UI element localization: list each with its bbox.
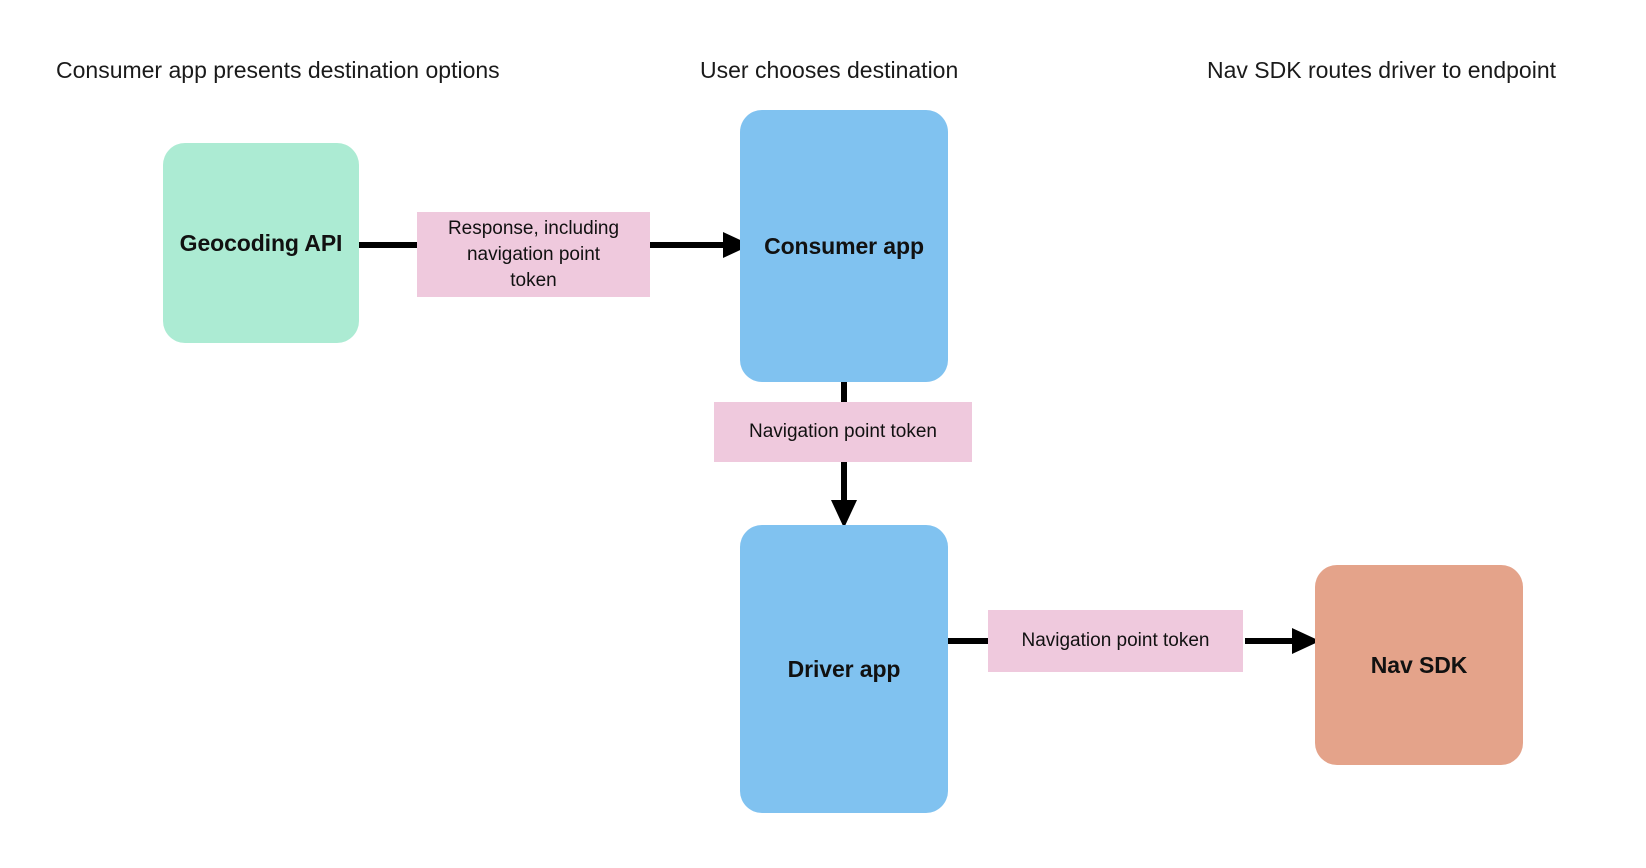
column-header-user-chooses-destination: User chooses destination [700,57,959,83]
node-consumer-app[interactable]: Consumer app [740,110,948,382]
edge-label-line-2: navigation point [466,243,601,265]
edge-label-geocoding-to-consumer: Response, including navigation point token [417,212,650,297]
column-header-nav-sdk-routes-driver: Nav SDK routes driver to endpoint [1207,57,1557,83]
node-nav-sdk[interactable]: Nav SDK [1315,565,1523,765]
edge-label-geocoding-to-consumer-text: Response, including navigation point token [448,216,619,294]
node-driver-app[interactable]: Driver app [740,525,948,813]
node-nav-sdk-label: Nav SDK [1370,651,1468,678]
column-header-consumer-app-presents: Consumer app presents destination option… [56,57,500,83]
edge-label-line-3: token [510,269,557,291]
node-consumer-app-label: Consumer app [764,232,924,259]
edge-label-line-1: Response, including [447,217,620,239]
edge-label-consumer-to-driver: Navigation point token [714,402,972,462]
node-driver-app-label: Driver app [787,655,901,682]
node-geocoding-api-label: Geocoding API [179,229,343,256]
edge-label-consumer-to-driver-text: Navigation point token [748,421,937,442]
edge-label-driver-to-navsdk-text: Navigation point token [1021,630,1210,651]
node-geocoding-api[interactable]: Geocoding API [163,143,359,343]
edge-label-driver-to-navsdk: Navigation point token [988,610,1243,672]
